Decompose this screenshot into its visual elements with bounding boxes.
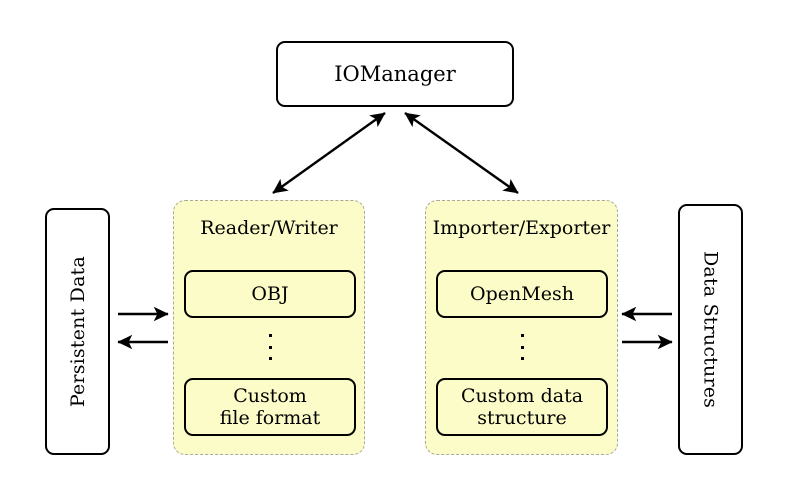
node-persistent-data[interactable]: Persistent Data <box>45 208 110 455</box>
node-io-manager[interactable]: IOManager <box>276 41 514 107</box>
io-manager-label: IOManager <box>334 62 456 86</box>
custom-file-format-line1: Custom <box>233 384 307 407</box>
node-custom-data-structure[interactable]: Custom data structure <box>436 378 608 436</box>
ellipsis-dot <box>520 334 524 337</box>
custom-data-structure-line2: structure <box>477 407 567 429</box>
node-openmesh[interactable]: OpenMesh <box>436 270 608 318</box>
custom-file-format-line2: file format <box>219 407 321 429</box>
panel-importer-exporter-title: Importer/Exporter <box>432 217 611 239</box>
persistent-data-label: Persistent Data <box>66 255 89 408</box>
node-custom-file-format[interactable]: Custom file format <box>184 378 356 436</box>
panel-reader-writer-title: Reader/Writer <box>200 217 338 239</box>
data-structures-label: Data Structures <box>699 250 722 409</box>
custom-data-structure-line1: Custom data <box>460 384 584 407</box>
ellipsis-dot <box>268 334 272 337</box>
ellipsis-dot <box>268 345 272 349</box>
ellipsis-dot <box>268 357 272 360</box>
node-obj[interactable]: OBJ <box>184 270 356 318</box>
ellipsis-reader-writer <box>258 334 282 360</box>
arrow-manager-importer-exporter <box>404 112 519 194</box>
ellipsis-dot <box>520 345 524 349</box>
ellipsis-importer-exporter <box>510 334 534 360</box>
obj-label: OBJ <box>251 282 289 305</box>
arrow-manager-reader-writer <box>272 112 386 194</box>
ellipsis-dot <box>520 357 524 360</box>
openmesh-label: OpenMesh <box>470 282 574 305</box>
node-data-structures[interactable]: Data Structures <box>678 204 743 455</box>
